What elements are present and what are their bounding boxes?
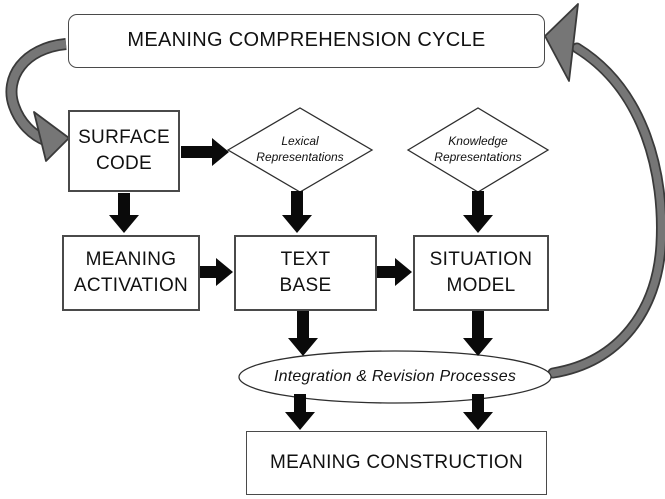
cycle-entry-arrow [7, 39, 67, 145]
arrow-text-base-to-integration [288, 311, 318, 356]
node-text-base: TEXT BASE [234, 235, 377, 311]
arrow-meaning-activation-to-text-base [200, 258, 233, 286]
title-label: MEANING COMPREHENSION CYCLE [127, 29, 486, 52]
cycle-return-arrow-outline [547, 42, 665, 379]
cycle-entry-arrowhead-icon [33, 111, 70, 162]
arrow-integration-to-construction-right [463, 394, 493, 430]
cycle-return-arrow [549, 44, 665, 377]
arrow-surface-code-to-lexical [181, 138, 229, 166]
node-surface-code: SURFACE CODE [68, 110, 180, 192]
text-base-label: TEXT BASE [279, 248, 332, 296]
node-situation-model: SITUATION MODEL [413, 235, 549, 311]
node-integration-revision-shape [238, 350, 552, 404]
arrow-lexical-to-text-base [282, 191, 312, 233]
arrow-surface-code-to-meaning-activation [109, 193, 139, 233]
arrow-text-base-to-situation-model [377, 258, 412, 286]
arrow-integration-to-construction-left [285, 394, 315, 430]
arrow-situation-model-to-integration [463, 311, 493, 356]
node-lexical-representations-shape [226, 107, 374, 193]
cycle-return-arrowhead-icon [544, 3, 579, 82]
meaning-construction-label: MEANING CONSTRUCTION [270, 451, 523, 473]
meaning-activation-label: MEANING ACTIVATION [73, 248, 189, 296]
situation-model-label: SITUATION MODEL [429, 248, 533, 296]
surface-code-label: SURFACE CODE [78, 126, 170, 174]
arrow-knowledge-to-situation-model [463, 191, 493, 233]
node-meaning-comprehension-cycle: MEANING COMPREHENSION CYCLE [68, 14, 545, 68]
node-meaning-construction: MEANING CONSTRUCTION [246, 431, 547, 495]
node-meaning-activation: MEANING ACTIVATION [62, 235, 200, 311]
node-knowledge-representations-shape [406, 107, 550, 193]
